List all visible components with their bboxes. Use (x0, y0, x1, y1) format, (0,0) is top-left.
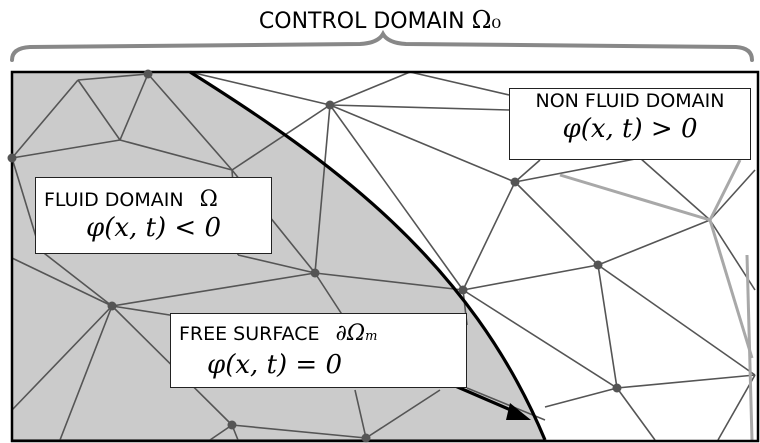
free-surface-equation: φ(x, t) = 0 (207, 350, 342, 380)
mesh-nodes (7, 69, 622, 443)
mesh-lines-faded (559, 159, 754, 441)
control-domain-title-text: CONTROL DOMAIN (258, 9, 465, 34)
free-surface-subscript: m (365, 329, 378, 344)
control-domain-frame (10, 70, 760, 443)
non-fluid-domain-heading: NON FLUID DOMAIN (535, 90, 725, 112)
free-surface-heading: FREE SURFACE (179, 323, 320, 345)
non-fluid-domain-box: NON FLUID DOMAIN φ(x, t) > 0 (509, 88, 751, 160)
control-domain-title: CONTROL DOMAIN Ω₀ (0, 6, 760, 34)
fluid-domain-symbol: Ω (199, 187, 218, 212)
fluid-domain-equation: φ(x, t) < 0 (86, 213, 221, 243)
free-surface-symbol: ∂Ω (335, 321, 366, 346)
fluid-domain-box: FLUID DOMAIN Ω φ(x, t) < 0 (35, 177, 272, 254)
control-domain-symbol: Ω₀ (471, 6, 502, 34)
free-surface-arrowhead (506, 403, 531, 420)
fluid-domain-heading: FLUID DOMAIN (44, 189, 184, 211)
free-surface-curve (189, 70, 547, 441)
non-fluid-domain-equation: φ(x, t) > 0 (562, 114, 698, 144)
free-surface-heading-line: FREE SURFACE ∂Ωm (179, 322, 466, 349)
free-surface-box: FREE SURFACE ∂Ωm φ(x, t) = 0 (170, 313, 467, 388)
fluid-domain-heading-line: FLUID DOMAIN Ω (44, 188, 271, 212)
control-domain-brace (10, 29, 754, 62)
